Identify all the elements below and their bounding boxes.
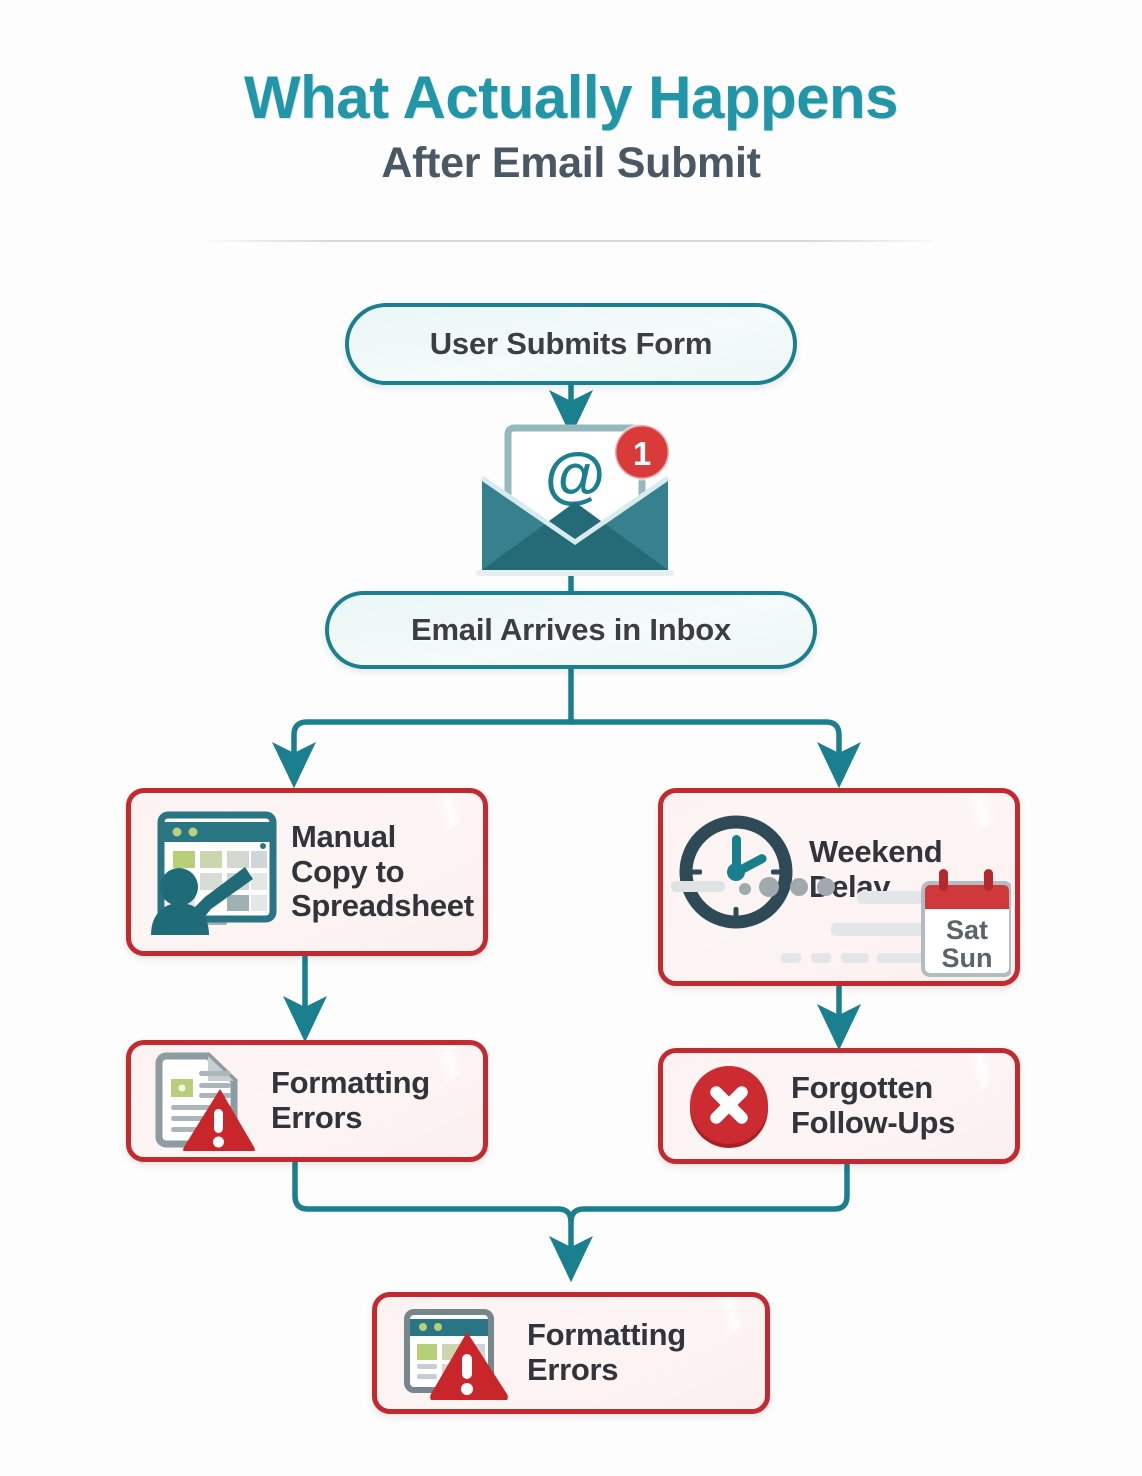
edge-split-right (568, 719, 861, 789)
node-formatting-errors-left[interactable]: Formatting Errors (126, 1040, 488, 1162)
node-label: Email Arrives in Inbox (410, 612, 732, 647)
node-label-line: Follow-Ups (791, 1105, 956, 1140)
node-label: Weekend Delay (809, 834, 943, 904)
header: What Actually Happens After Email Submit (0, 66, 1142, 187)
title-divider (196, 240, 946, 242)
envelope-badge-count: 1 (633, 435, 651, 472)
calendar-day-sat: Sat (946, 915, 988, 945)
envelope-icon: @ 1 (470, 420, 680, 580)
node-label-line: Copy to (291, 853, 405, 889)
page-subtitle: After Email Submit (381, 138, 761, 187)
node-label: Forgotten Follow-Ups (791, 1070, 956, 1140)
spreadsheet-person-icon (145, 809, 279, 935)
error-circle-x-icon (685, 1062, 773, 1150)
edge-split-left (272, 719, 574, 789)
node-label: Formatting Errors (271, 1065, 430, 1135)
node-label-line: Forgotten (791, 1070, 933, 1106)
edge-merge-left (292, 1159, 593, 1283)
node-label-line: Spreadsheet (291, 888, 474, 924)
node-label-line: Weekend (809, 834, 943, 870)
node-label: User Submits Form (429, 326, 713, 361)
node-weekend-delay[interactable]: Weekend Delay (658, 788, 1020, 986)
page-title: What Actually Happens (243, 64, 899, 131)
node-label: Manual Copy to Spreadsheet (291, 818, 474, 924)
node-label-line: Formatting (527, 1317, 686, 1353)
node-forgotten-follow-ups[interactable]: Forgotten Follow-Ups (658, 1048, 1020, 1164)
node-label-line: Errors (527, 1352, 619, 1387)
node-email-arrives-in-inbox[interactable]: Email Arrives in Inbox (325, 591, 817, 669)
clock-icon (677, 813, 795, 931)
node-manual-copy-to-spreadsheet[interactable]: Manual Copy to Spreadsheet (126, 788, 488, 956)
node-label-line: Formatting (271, 1065, 430, 1101)
calendar-day-sun: Sun (942, 943, 993, 973)
node-label: Formatting Errors (527, 1317, 686, 1387)
edge-merge-right (568, 1161, 850, 1225)
node-user-submits-form[interactable]: User Submits Form (345, 303, 797, 385)
node-label-line: Errors (271, 1100, 363, 1135)
envelope-at-glyph: @ (545, 441, 605, 510)
node-label-line: Manual (291, 818, 396, 854)
node-label-line: Delay (809, 869, 891, 904)
browser-grid-warning-icon (401, 1306, 509, 1400)
document-warning-icon (149, 1051, 255, 1151)
node-formatting-errors-bottom[interactable]: Formatting Errors (372, 1292, 770, 1414)
